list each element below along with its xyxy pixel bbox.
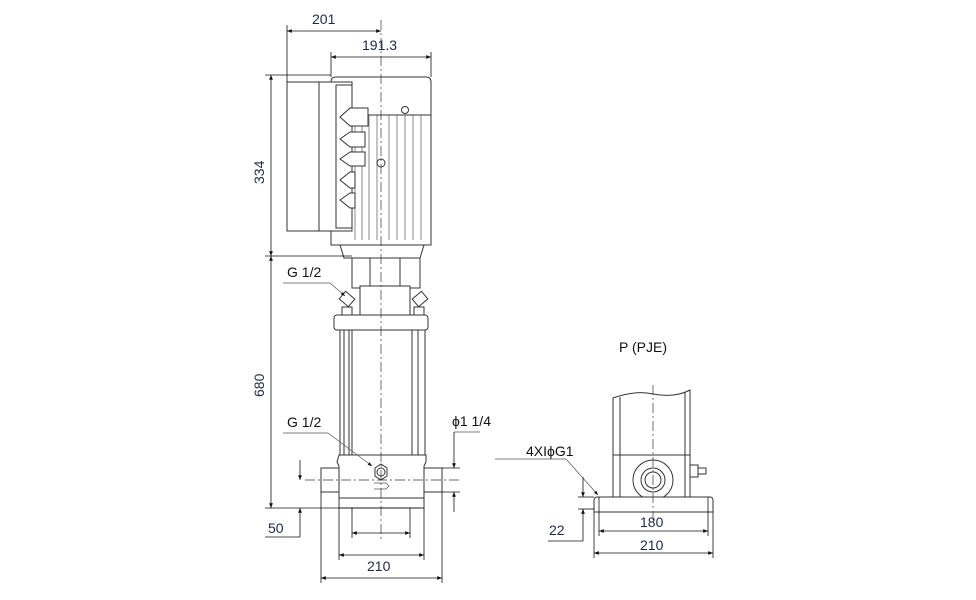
label-bolt-holes: 4XIϕG1: [526, 443, 574, 459]
dim-201: 201: [312, 11, 336, 27]
dim-334: 334: [251, 160, 267, 184]
dim-191-3: 191.3: [362, 37, 397, 53]
motor: [286, 76, 432, 259]
label-vent-plug: G 1/2: [287, 264, 321, 280]
motor-flange: [339, 244, 425, 259]
dim-680: 680: [251, 373, 267, 397]
front-dimensions: 201 191.3 334 680 G 1/2 G 1/2 ϕ1 1/4 50: [251, 11, 491, 583]
dim-22: 22: [549, 522, 565, 538]
base-foot: [338, 497, 425, 509]
dim-210: 210: [367, 558, 391, 574]
side-plug: [689, 464, 699, 478]
motor-fins: [354, 115, 422, 240]
side-view: P (PJE) 4XIϕG1 22 180 210: [495, 339, 714, 558]
dim-50: 50: [268, 520, 284, 536]
label-port-diameter: ϕ1 1/4: [452, 413, 491, 429]
side-view-title: P (PJE): [619, 339, 667, 355]
dim-210-side: 210: [640, 537, 664, 553]
pump: [305, 20, 460, 540]
cable-glands: [339, 107, 369, 209]
dim-180: 180: [640, 514, 664, 530]
label-drain-plug: G 1/2: [287, 414, 321, 430]
base-plate: [593, 496, 714, 513]
